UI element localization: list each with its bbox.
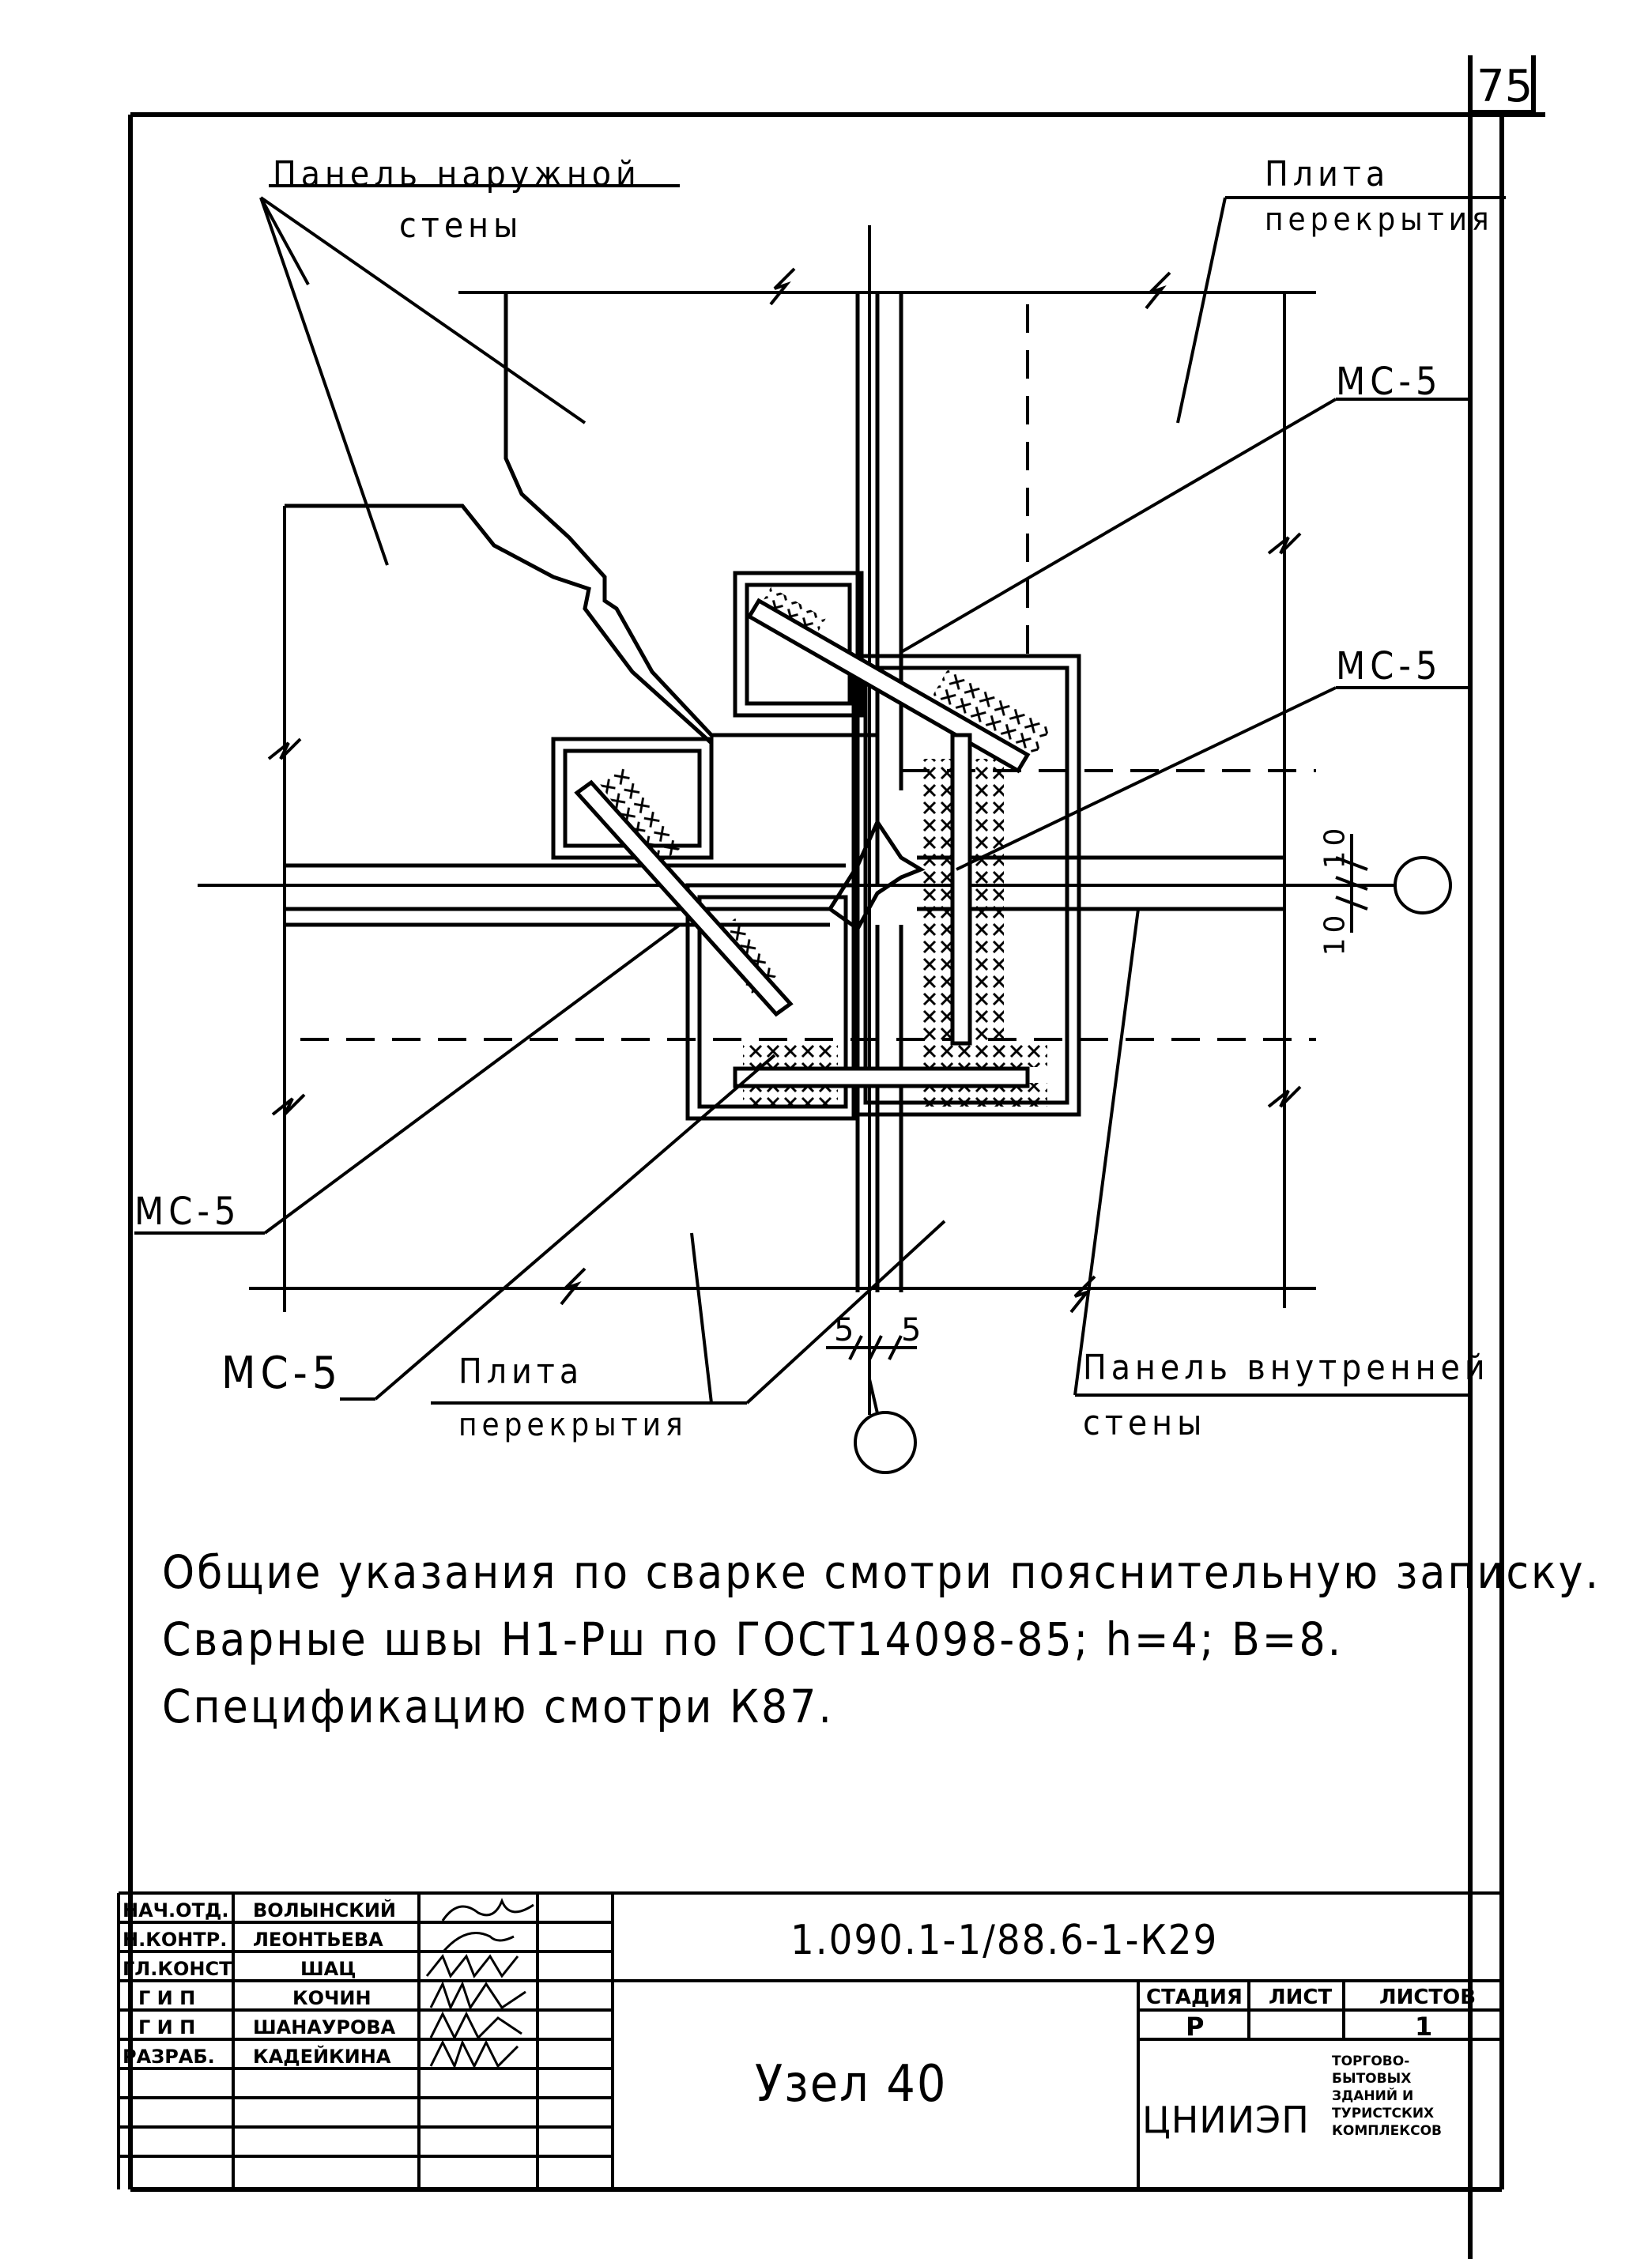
note-line-2: Сварные швы Н1-Рш по ГОСТ14098-85; h=4; …	[162, 1612, 1344, 1666]
sheets-header: ЛИСТОВ	[1379, 1986, 1477, 2009]
role-nach-otd: НАЧ.ОТД.	[123, 1899, 229, 1921]
drawing-title: Узел 40	[755, 2055, 948, 2114]
name-kochin: КОЧИН	[292, 1987, 372, 2009]
name-volynsky: ВОЛЫНСКИЙ	[253, 1899, 396, 1921]
name-shanaurova: ШАНАУРОВА	[253, 2016, 396, 2038]
inner-panel-label: Панель внутренней	[1083, 1348, 1490, 1388]
slab-bottom-label-2: перекрытия	[458, 1407, 688, 1443]
outer-panel-label-2: стены	[399, 206, 523, 246]
slab-top-label: Плита	[1265, 154, 1390, 194]
slab-top-label-2: перекрытия	[1265, 202, 1494, 238]
org-desc-2: БЫТОВЫХ	[1332, 2071, 1412, 2087]
sheet-number: 75	[1477, 61, 1533, 112]
signatures	[425, 1897, 534, 2069]
outer-panel-label: Панель наружной	[273, 154, 641, 194]
stage-value: Р	[1186, 2012, 1205, 2042]
role-gip-1: Г И П	[138, 1987, 196, 2009]
hidden-lines	[300, 304, 1316, 1041]
org-desc-4: ТУРИСТСКИХ	[1332, 2106, 1435, 2121]
floor-slab	[285, 855, 1284, 927]
outer-wall-panel-edge	[504, 292, 880, 854]
role-n-kontr: Н.КОНТР.	[123, 1929, 228, 1951]
sheets-value: 1	[1415, 2012, 1433, 2042]
axis-markers	[854, 856, 1452, 1474]
mc5-label-bottom-left: МС-5	[221, 1348, 342, 1399]
mc5-bars	[574, 598, 1031, 1088]
slab-bottom-label: Плита	[458, 1352, 584, 1392]
mc5-label-left: МС-5	[134, 1190, 241, 1234]
mc5-label-mid-right: МС-5	[1336, 644, 1443, 688]
sheet-header: ЛИСТ	[1269, 1986, 1333, 2009]
dim-5-left: 5	[834, 1312, 859, 1348]
organization-name: ЦНИИЭП	[1142, 2099, 1310, 2141]
role-gip-2: Г И П	[138, 2016, 196, 2038]
name-shats: ШАЦ	[300, 1958, 356, 1980]
document-code: 1.090.1-1/88.6-1-К29	[790, 1917, 1219, 1964]
role-razrab: РАЗРАБ.	[123, 2046, 215, 2068]
dim-10-bottom: 10	[1318, 910, 1352, 956]
title-block-grid	[117, 1891, 1502, 2189]
name-kadeykina: КАДЕЙКИНА	[253, 2046, 391, 2068]
name-leontyeva: ЛЕОНТЬЕВА	[253, 1929, 383, 1951]
org-desc-1: ТОРГОВО-	[1332, 2053, 1410, 2069]
role-gl-konst: ГЛ.КОНСТ	[123, 1958, 232, 1980]
inner-panel-label-2: стены	[1083, 1403, 1207, 1443]
dim-5-right: 5	[901, 1312, 926, 1348]
dim-10-top: 10	[1318, 823, 1352, 869]
break-marks	[267, 267, 1302, 1314]
mc5-label-top-right: МС-5	[1336, 360, 1443, 404]
dimensions	[826, 834, 1368, 1379]
stage-header: СТАДИЯ	[1146, 1986, 1243, 2009]
construction-lines	[198, 225, 1403, 1415]
note-line-1: Общие указания по сварке смотри поясните…	[162, 1545, 1601, 1599]
leader-lines	[134, 184, 1506, 1405]
org-desc-3: ЗДАНИЙ И	[1332, 2088, 1414, 2104]
org-desc-5: КОМПЛЕКСОВ	[1332, 2123, 1443, 2139]
weld-seams	[598, 586, 1051, 1107]
note-line-3: Спецификацию смотри К87.	[162, 1680, 834, 1733]
